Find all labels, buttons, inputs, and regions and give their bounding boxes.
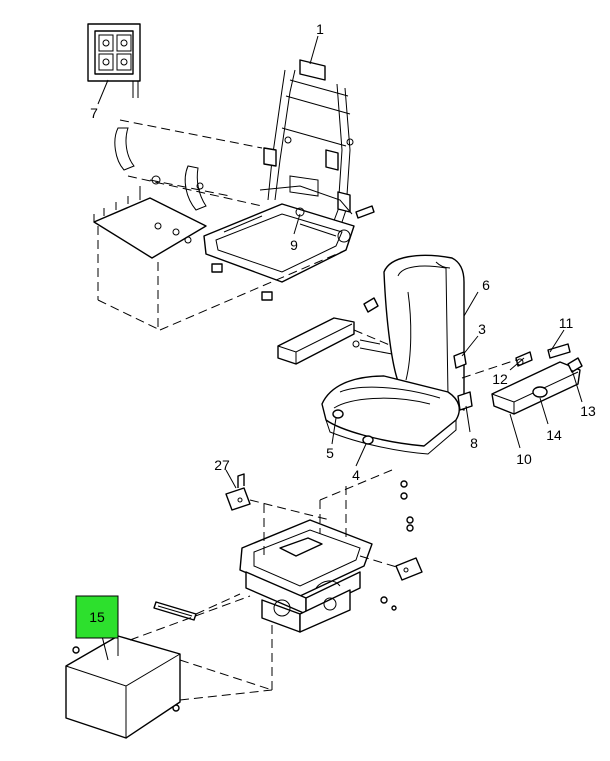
- callout-5[interactable]: 5: [326, 445, 334, 461]
- right-armrest-part[interactable]: [461, 343, 583, 415]
- callout-4[interactable]: 4: [352, 467, 360, 483]
- callout-14[interactable]: 14: [546, 427, 562, 443]
- callout-1[interactable]: 1: [316, 21, 324, 37]
- callout-8[interactable]: 8: [470, 435, 478, 451]
- callout-labels: 1 7 9 6 3 11 12 13 14 10 8 5 4 27 15: [89, 21, 596, 625]
- recline-lever-part[interactable]: [352, 339, 473, 411]
- callout-27[interactable]: 27: [214, 457, 230, 473]
- suspension-base-part[interactable]: [239, 469, 423, 633]
- seat-back-frame-part[interactable]: [259, 59, 375, 229]
- callout-leaders: [97, 35, 583, 661]
- seat-frame-base-part[interactable]: [159, 203, 355, 331]
- callout-10[interactable]: 10: [516, 451, 532, 467]
- left-armrest-part[interactable]: [277, 297, 393, 365]
- back-spring-assembly-part[interactable]: [114, 119, 263, 211]
- storage-box-part[interactable]: [65, 595, 273, 739]
- callout-13[interactable]: 13: [580, 403, 596, 419]
- trim-strip-part[interactable]: [153, 593, 241, 621]
- callout-3[interactable]: 3: [478, 321, 486, 337]
- fastener-bolts-part[interactable]: [72, 480, 414, 712]
- control-panel-part[interactable]: [87, 23, 141, 98]
- callout-6[interactable]: 6: [482, 277, 490, 293]
- callout-12[interactable]: 12: [492, 371, 508, 387]
- callout-11[interactable]: 11: [559, 315, 574, 331]
- seat-cushion-part[interactable]: [321, 375, 460, 455]
- bracket-part[interactable]: [225, 473, 331, 521]
- seat-pan-plate-part[interactable]: [93, 186, 207, 331]
- seat-back-cushion-part[interactable]: [383, 254, 465, 411]
- callout-15[interactable]: 15: [89, 609, 105, 625]
- callout-9[interactable]: 9: [290, 237, 298, 253]
- callout-7[interactable]: 7: [90, 105, 98, 121]
- callout-15-highlight[interactable]: [75, 595, 119, 639]
